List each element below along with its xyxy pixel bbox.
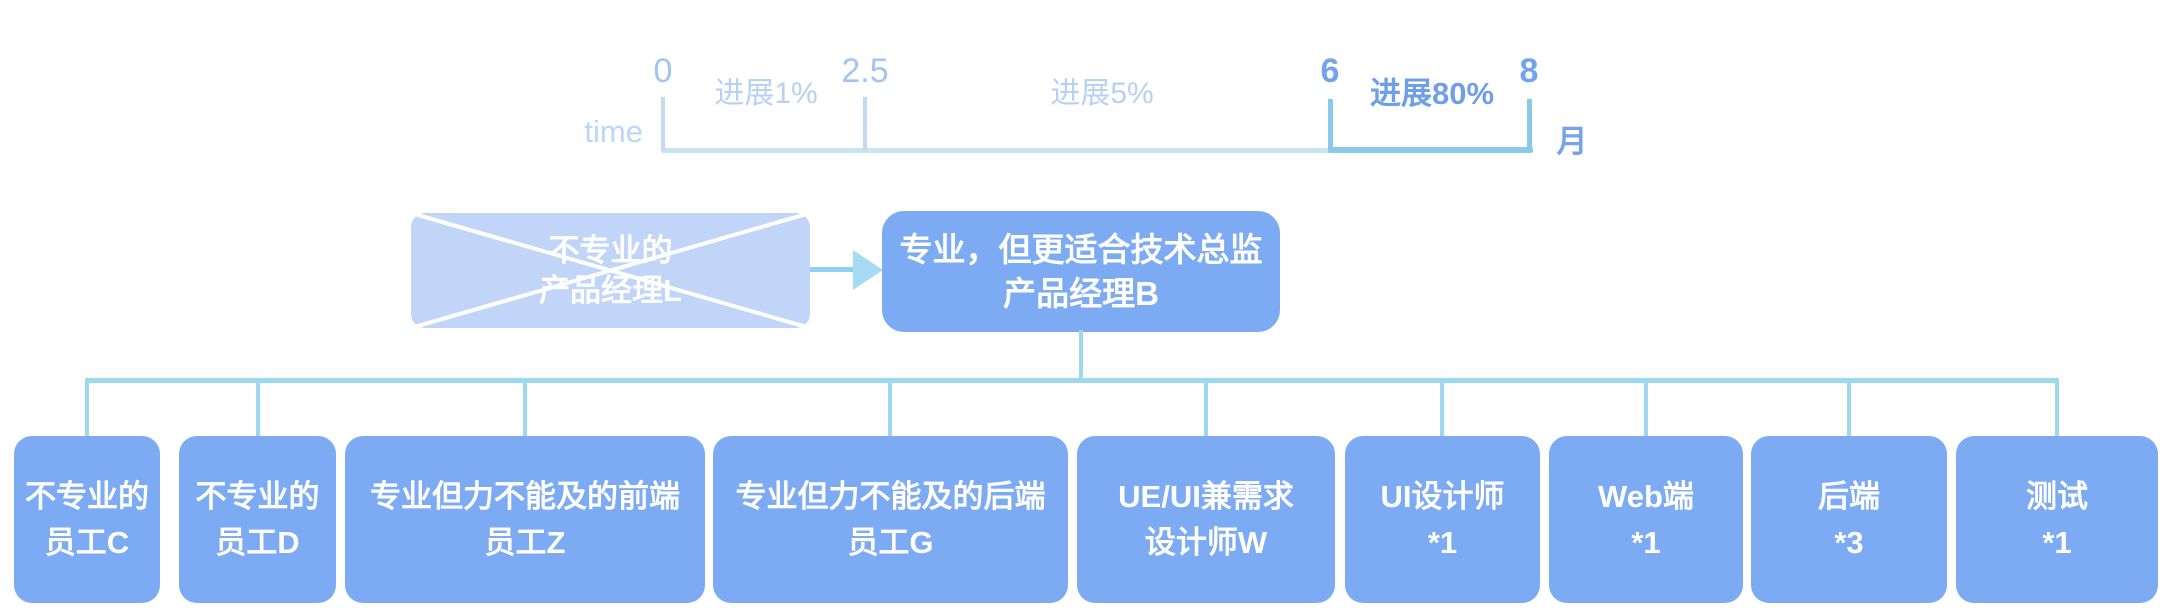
connector-drop-5 bbox=[1204, 381, 1208, 438]
node-label-line2: 产品经理L bbox=[539, 272, 682, 308]
transition-arrow-shaft bbox=[810, 267, 855, 272]
timeline-tick-8 bbox=[1527, 99, 1532, 151]
node-label-line1: UI设计师 bbox=[1380, 478, 1505, 514]
node-label-line1: Web端 bbox=[1598, 478, 1694, 514]
connector-drop-6 bbox=[1440, 381, 1444, 438]
org-node-backend-team: 后端 *3 bbox=[1751, 436, 1947, 603]
org-node-ui-designer: UI设计师 *1 bbox=[1345, 436, 1540, 603]
timeline-progress-label-2: 进展5% bbox=[1050, 77, 1154, 110]
node-label-line1: 专业但力不能及的后端 bbox=[735, 478, 1046, 514]
node-label-line2: 员工Z bbox=[484, 524, 566, 560]
connector-drop-8 bbox=[1847, 381, 1851, 438]
timeline-unit-label: 月 bbox=[1556, 124, 1588, 159]
org-node-removed-pm-l: 不专业的 产品经理L bbox=[411, 213, 810, 328]
org-node-root-pm-b: 专业，但更适合技术总监 产品经理B bbox=[882, 211, 1280, 332]
node-label-line2: *1 bbox=[1427, 524, 1458, 560]
node-label-line1: 不专业的 bbox=[195, 478, 320, 514]
connector-drop-9 bbox=[2055, 381, 2059, 438]
timeline-progress-label-3: 进展80% bbox=[1369, 76, 1495, 111]
cross-out-icon bbox=[411, 213, 810, 328]
timeline-tick-2-5 bbox=[863, 97, 867, 151]
timeline-tick-value-2-5: 2.5 bbox=[841, 52, 889, 90]
node-label-line1: 后端 bbox=[1818, 478, 1880, 514]
node-label-line1: 专业但力不能及的前端 bbox=[370, 478, 680, 514]
org-node-testing: 测试 *1 bbox=[1956, 436, 2158, 603]
node-label-line1: 测试 bbox=[2026, 478, 2088, 514]
org-node-designer-w: UE/UI兼需求 设计师W bbox=[1077, 436, 1335, 603]
connector-bus bbox=[85, 378, 2059, 383]
arrow-right-icon bbox=[853, 250, 883, 290]
timeline-progress-label-1: 进展1% bbox=[714, 77, 818, 110]
node-label-line2: 员工C bbox=[44, 524, 130, 560]
node-label-line2: 设计师W bbox=[1144, 524, 1268, 560]
timeline-tick-6 bbox=[1328, 99, 1333, 151]
node-label-line2: *1 bbox=[1631, 524, 1661, 560]
node-label-line2: 员工D bbox=[215, 524, 300, 560]
timeline-axis-emphasis-segment bbox=[1328, 147, 1533, 153]
node-label-line2: 员工G bbox=[847, 524, 934, 560]
node-label-line2: 产品经理B bbox=[1003, 274, 1159, 312]
timeline-tick-value-8: 8 bbox=[1519, 52, 1539, 90]
node-label-line2: *3 bbox=[1834, 524, 1864, 560]
node-label-line1: 专业，但更适合技术总监 bbox=[899, 230, 1263, 268]
connector-drop-2 bbox=[256, 381, 260, 438]
timeline-tick-0 bbox=[661, 97, 665, 151]
connector-root-drop bbox=[1079, 330, 1083, 380]
org-node-web: Web端 *1 bbox=[1549, 436, 1743, 603]
connector-drop-4 bbox=[888, 381, 892, 438]
node-label-line1: UE/UI兼需求 bbox=[1118, 478, 1294, 514]
org-node-backend-g: 专业但力不能及的后端 员工G bbox=[713, 436, 1068, 603]
timeline-tick-value-6: 6 bbox=[1320, 52, 1340, 90]
timeline-tick-value-0: 0 bbox=[653, 52, 673, 90]
connector-drop-1 bbox=[85, 381, 89, 438]
timeline-axis-line bbox=[661, 148, 1532, 153]
org-node-employee-c: 不专业的 员工C bbox=[14, 436, 160, 603]
connector-drop-3 bbox=[523, 381, 527, 438]
org-node-employee-d: 不专业的 员工D bbox=[179, 436, 336, 603]
node-label-line1: 不专业的 bbox=[548, 232, 673, 268]
connector-drop-7 bbox=[1644, 381, 1648, 438]
node-label-line1: 不专业的 bbox=[25, 478, 149, 514]
timeline-axis-label: time bbox=[584, 114, 643, 149]
org-node-frontend-z: 专业但力不能及的前端 员工Z bbox=[345, 436, 705, 603]
node-label-line2: *1 bbox=[2042, 524, 2072, 560]
